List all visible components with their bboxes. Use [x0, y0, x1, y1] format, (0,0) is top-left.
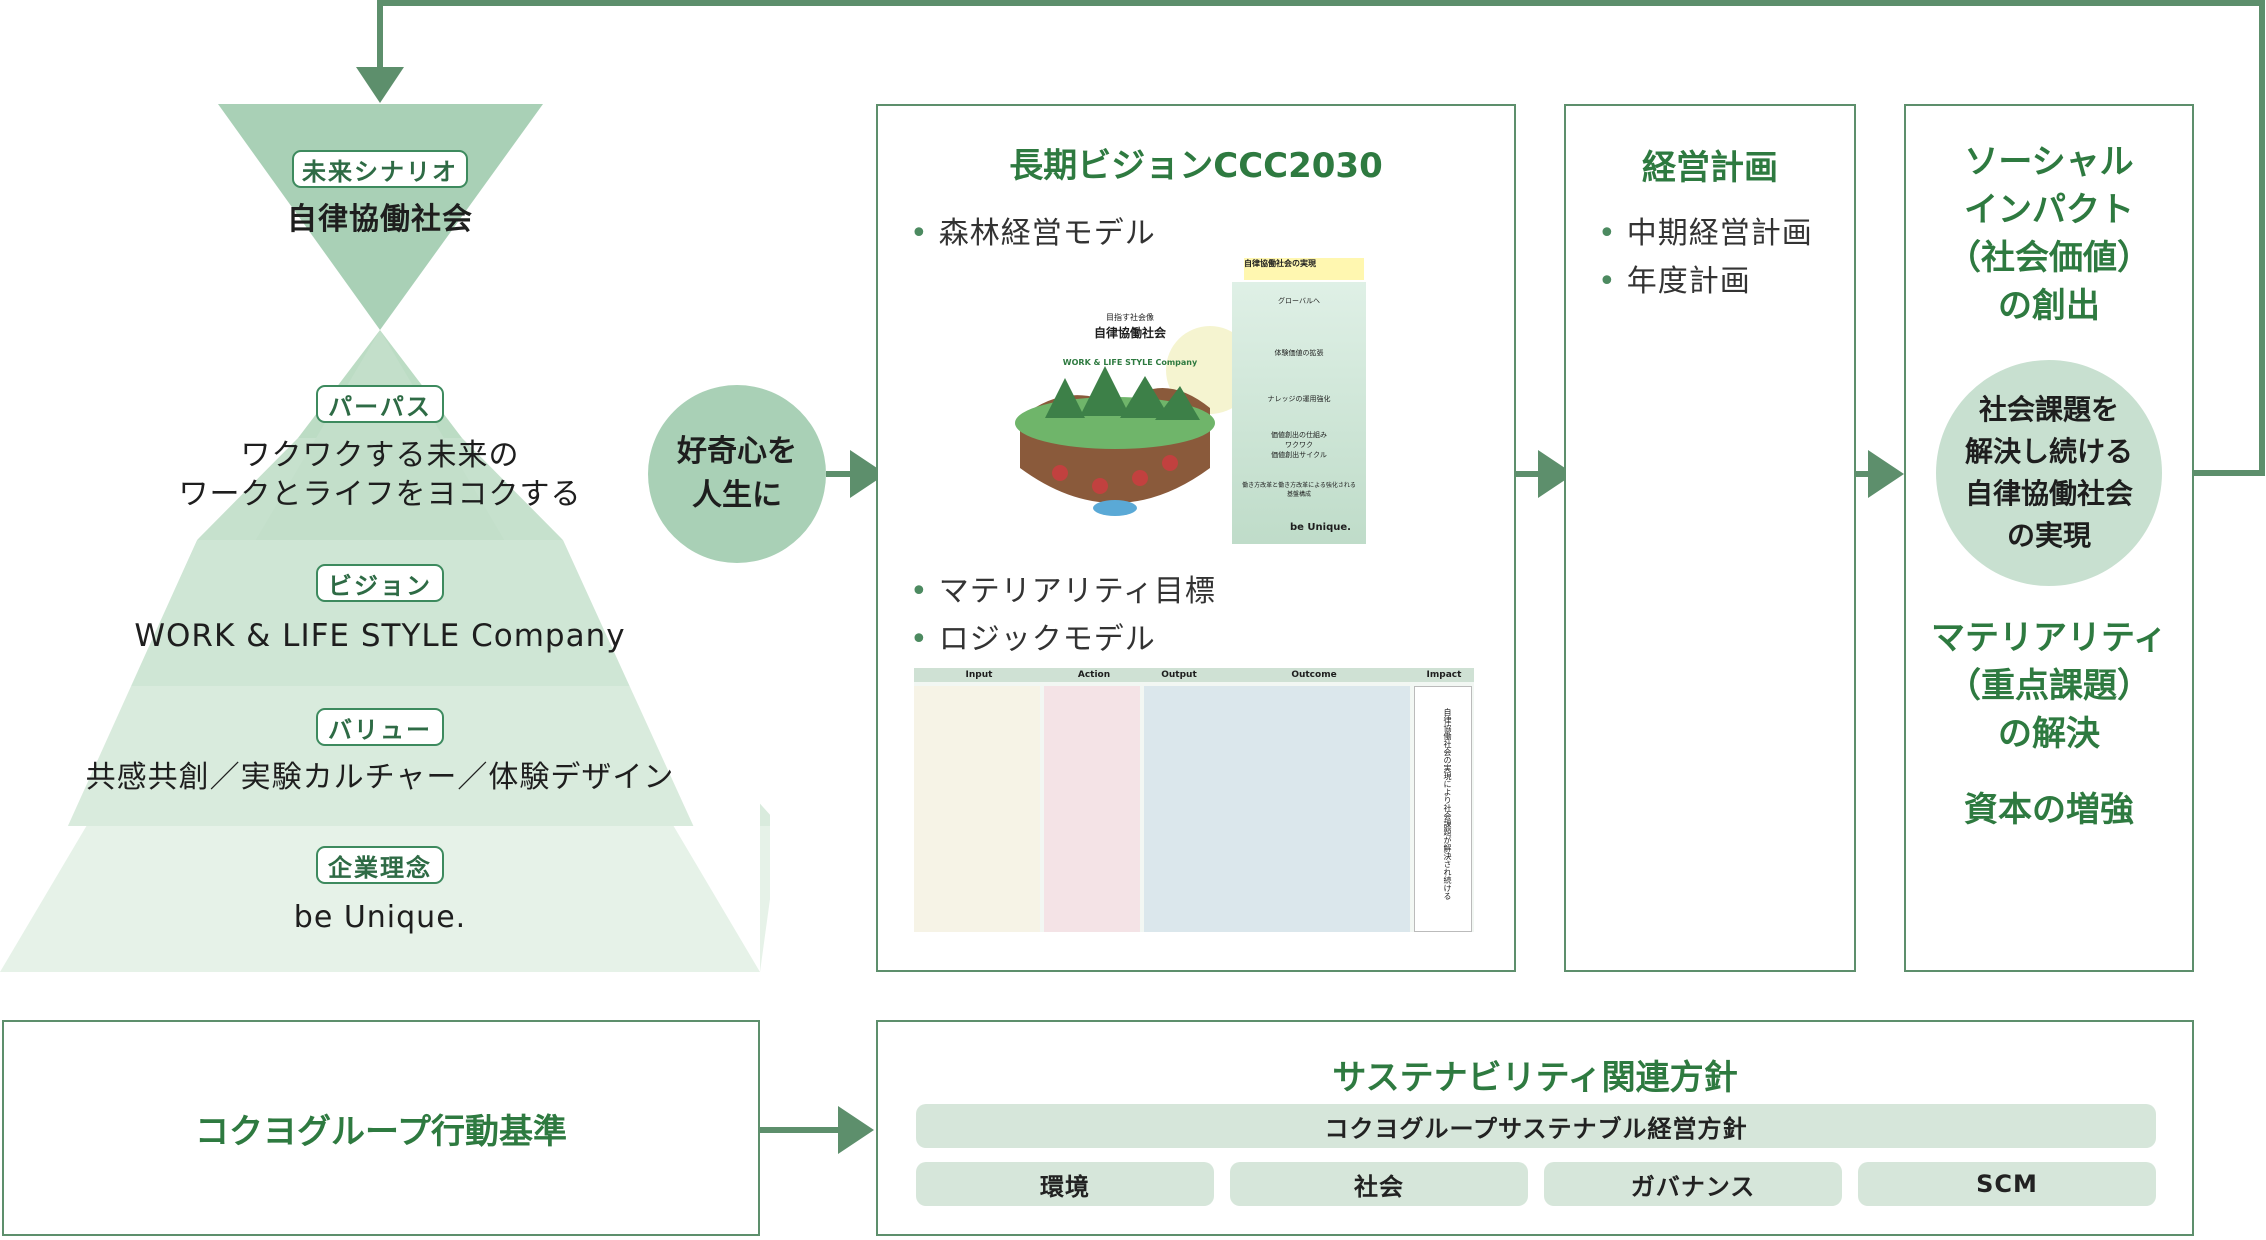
plan-bullet-midterm: 中期経営計画	[1598, 208, 1813, 252]
story-column: 自律協働社会の実現 グローバルへ 体験価値の拡張 ナレッジの運用強化 価値創出の…	[1230, 258, 1366, 544]
curiosity-circle: 好奇心を 人生に	[648, 385, 826, 563]
sustain-policy-pill: コクヨグループサステナブル経営方針	[916, 1104, 2156, 1148]
sustain-item-environment: 環境	[916, 1162, 1214, 1206]
impact-circle-l3: 自律協働社会	[1964, 477, 2133, 510]
materiality-l1: マテリアリティ	[1931, 618, 2167, 658]
story-ladder	[1232, 282, 1366, 544]
conduct-box	[2, 1020, 760, 1236]
capital-text: 資本の増強	[1964, 790, 2134, 830]
realize-label: 自律協働社会の実現	[1244, 258, 1364, 280]
vision-text: WORK & LIFE STYLE Company	[134, 618, 626, 654]
bullet-materiality: マテリアリティ目標	[910, 566, 1216, 610]
logic-col-impact	[1414, 686, 1472, 932]
impact-circle-l2: 解決し続ける	[1964, 435, 2133, 468]
logic-model-figure: Input Action Output Outcome Impact 自律協働社…	[914, 668, 1474, 932]
materiality-l2: （重点課題）	[1947, 666, 2151, 706]
impact-circle-l4: の実現	[2006, 519, 2091, 552]
purpose-line1: ワクワクする未来の	[240, 438, 520, 473]
logic-col-action	[1044, 686, 1140, 932]
sustain-item-scm: SCM	[1858, 1162, 2156, 1206]
fig-society: 自律協働社会	[1093, 326, 1166, 340]
philosophy-text: be Unique.	[293, 900, 467, 935]
pyramid-mask	[0, 330, 760, 972]
logic-header-input: Input	[965, 670, 993, 680]
curiosity-line1: 好奇心を	[677, 434, 797, 469]
impact-title-l3: （社会価値）	[1947, 238, 2151, 278]
plan-title: 経営計画	[1642, 148, 1778, 188]
logic-col-input	[914, 686, 1040, 932]
story-step-4: 価値創出の仕組み ワクワク 価値創出サイクル	[1271, 431, 1327, 459]
logic-impact-text: 自律協働社会の実現により社会課題が解決され続ける	[1443, 708, 1452, 900]
impact-title: ソーシャル インパクト （社会価値） の創出	[1904, 138, 2194, 330]
tag-philosophy: 企業理念	[316, 846, 444, 884]
logic-header-output: Output	[1161, 670, 1197, 680]
logic-header-impact: Impact	[1426, 670, 1462, 680]
logic-header-outcome: Outcome	[1291, 670, 1337, 680]
logic-header-bar	[914, 668, 1474, 682]
story-step-1: グローバルへ	[1278, 297, 1320, 305]
tag-value: バリュー	[316, 708, 444, 746]
logic-header-action: Action	[1077, 670, 1111, 680]
tag-purpose: パーパス	[316, 385, 444, 423]
curiosity-line2: 人生に	[692, 478, 782, 513]
bullet-logic: ロジックモデル	[910, 614, 1156, 658]
logic-col-output	[1144, 686, 1410, 932]
bullet-forest: 森林経営モデル	[910, 208, 1156, 252]
sustain-item-society: 社会	[1230, 1162, 1528, 1206]
value-text: 共感共創／実験カルチャー／体験デザイン	[85, 760, 675, 795]
fig-company: WORK & LIFE STYLE Company	[1062, 358, 1198, 367]
materiality-l3: の解決	[1998, 714, 2100, 754]
purpose-line2: ワークとライフをヨコクする	[178, 477, 582, 512]
plan-bullet-annual: 年度計画	[1598, 256, 1751, 300]
story-step-5: 働き方改革と働き方改革による強化される 基盤構成	[1242, 482, 1356, 498]
impact-circle: 社会課題を 解決し続ける 自律協働社会 の実現	[1936, 360, 2162, 586]
fig-society-small: 目指す社会像	[1106, 313, 1154, 322]
story-step-3: ナレッジの運用強化	[1267, 395, 1331, 403]
impact-title-l1: ソーシャル	[1964, 142, 2134, 182]
materiality-block: マテリアリティ （重点課題） の解決	[1904, 614, 2194, 758]
conduct-title: コクヨグループ行動基準	[195, 1111, 567, 1152]
story-step-2: 体験価値の拡張	[1274, 349, 1324, 357]
sustain-title: サステナビリティ関連方針	[1332, 1058, 1738, 1098]
tag-vision: ビジョン	[316, 564, 444, 602]
story-bottom: be Unique.	[1290, 522, 1351, 533]
future-scenario-text: 自律協働社会	[287, 202, 473, 237]
impact-title-l2: インパクト	[1964, 190, 2134, 230]
impact-circle-l1: 社会課題を	[1978, 393, 2119, 426]
tag-future-scenario: 未来シナリオ	[292, 150, 468, 188]
feedback-loop-line	[356, 0, 2265, 476]
ltv-title: 長期ビジョンCCC2030	[1009, 146, 1383, 186]
impact-title-l4: の創出	[1998, 286, 2100, 326]
sustain-item-governance: ガバナンス	[1544, 1162, 1842, 1206]
